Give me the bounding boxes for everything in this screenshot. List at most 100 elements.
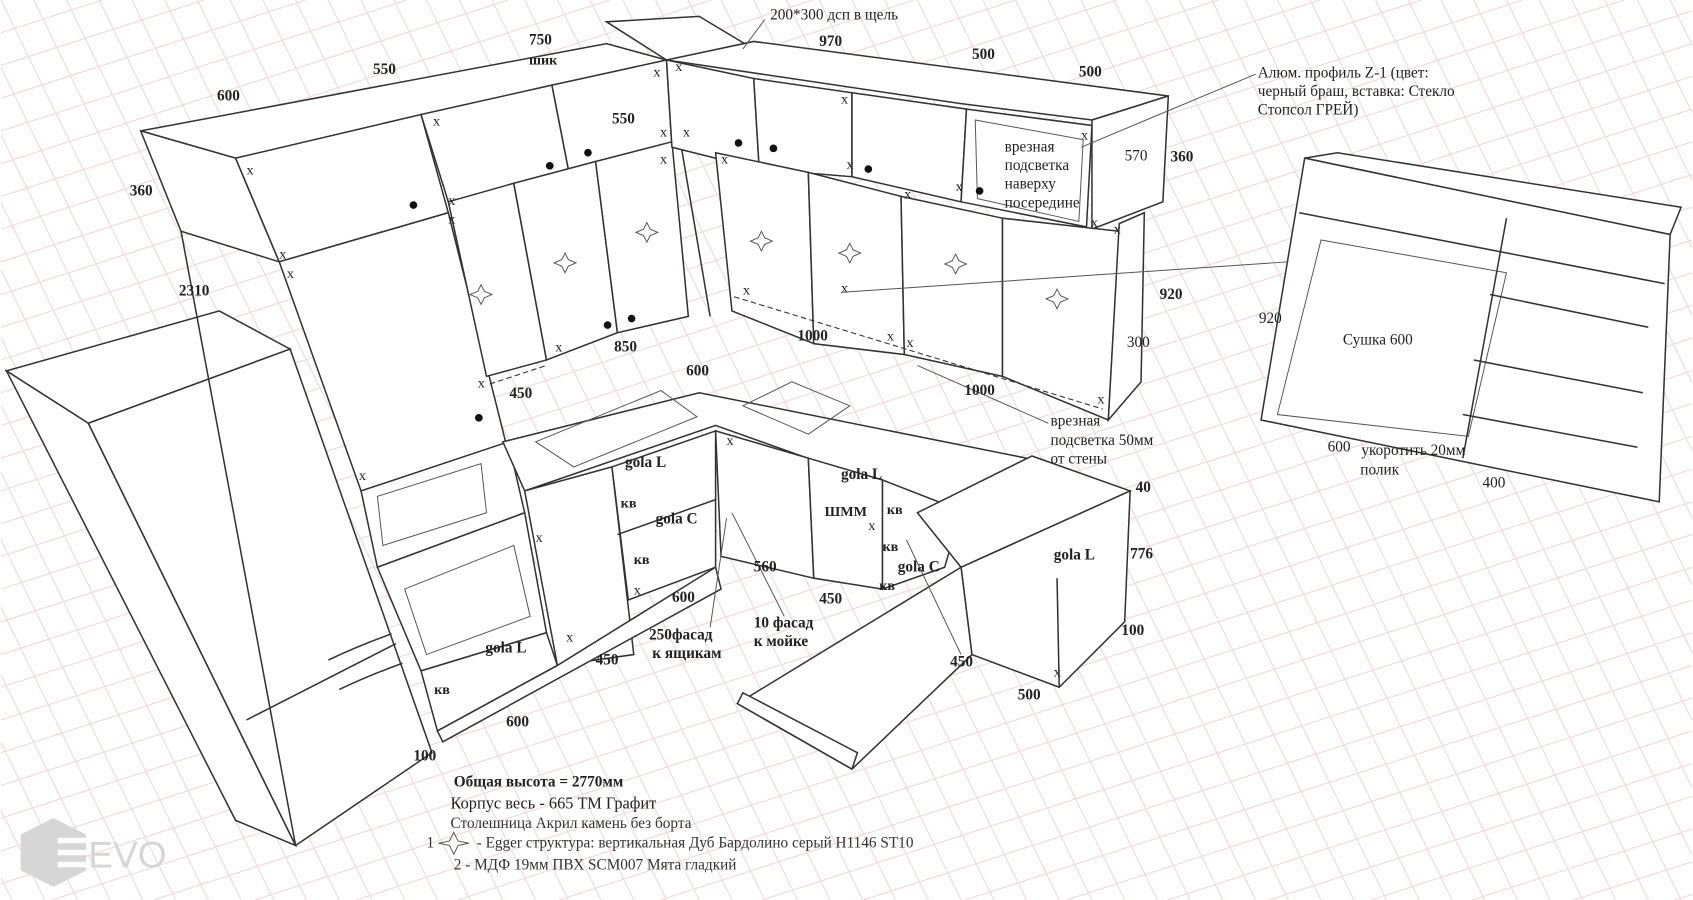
hinge-mark: x <box>660 152 667 168</box>
shelf-height: 920 <box>1259 310 1282 327</box>
hinge-mark: x <box>536 530 543 546</box>
grid-line <box>0 877 13 900</box>
dim: 40 <box>1136 479 1152 496</box>
base-label: кв <box>879 578 895 594</box>
profile-note: Алюм. профиль Z-1 (цвет: <box>1258 64 1429 81</box>
hinge-mark: x <box>555 339 562 355</box>
hinge-mark: x <box>841 280 848 296</box>
facade-star-icon <box>1044 287 1070 310</box>
dim: 550 <box>612 110 635 127</box>
grid-line <box>0 539 177 900</box>
dim: 550 <box>373 61 396 78</box>
base-label: gola L <box>625 454 666 471</box>
grid-line <box>0 0 306 99</box>
hinge-mark: x <box>279 247 286 263</box>
hinge-mark: x <box>1054 664 1061 680</box>
base-label: gola L <box>485 639 526 656</box>
hinge-mark: x <box>675 59 682 75</box>
light-note: врезная <box>1005 139 1055 156</box>
hinge-mark: x <box>887 328 894 344</box>
base-label: кв <box>621 495 637 511</box>
shelf-label: Сушка 600 <box>1343 332 1413 349</box>
hinge-mark: x <box>247 163 254 179</box>
base-label: ШММ <box>825 504 867 520</box>
base-label: кв <box>634 552 650 568</box>
shelf-note: укоротить 20мм <box>1361 442 1465 459</box>
dim: 450 <box>819 590 842 607</box>
facade-star-icon <box>749 230 774 253</box>
total-height: Общая высота = 2770мм <box>454 774 623 791</box>
dim: 776 <box>1130 546 1153 563</box>
dim: 560 <box>754 559 777 576</box>
hinge-mark: x <box>727 433 734 449</box>
shelf-width: 600 <box>1328 439 1351 456</box>
hinge-mark: x <box>653 64 660 80</box>
light-note: посередине <box>1005 194 1080 211</box>
hinge-mark: x <box>1097 392 1104 408</box>
hinge-mark: x <box>448 193 455 209</box>
hinge-mark: x <box>634 583 641 599</box>
right-upper-cabinets <box>604 15 1170 423</box>
grid-line <box>1269 763 1693 900</box>
legend-item-1: - Egger структура: вертикальная Дуб Бард… <box>477 835 914 852</box>
hinge-mark: x <box>721 152 728 168</box>
dim: 970 <box>819 33 842 50</box>
dim: 600 <box>672 589 695 606</box>
facade-note: к мойке <box>754 633 809 650</box>
facade-star-icon <box>438 831 470 856</box>
hinge-mark: x <box>956 179 963 195</box>
grid-line <box>457 501 1693 900</box>
grid-line <box>1471 828 1693 900</box>
base-label: gola L <box>841 466 882 483</box>
grid-line <box>0 0 103 34</box>
grid-line <box>1146 0 1584 900</box>
grid-line <box>1178 0 1617 900</box>
dim: 500 <box>1079 63 1102 80</box>
handle-dots <box>409 139 984 422</box>
grid-line <box>0 404 242 900</box>
grid-line <box>0 0 408 132</box>
grid-line <box>1573 861 1693 900</box>
dimension-labels: 200*300 дсп в щель 600 550 750 шик 970 5… <box>130 7 1506 765</box>
facade-star-icon <box>837 242 862 265</box>
body-material: Корпус весь - 665 ТМ Графит <box>451 793 657 812</box>
grid-line <box>1167 730 1693 900</box>
grid-line <box>0 607 144 900</box>
legend: Общая высота = 2770мм Корпус весь - 665 … <box>427 774 914 874</box>
evo-logo: EVO <box>20 818 167 887</box>
profile-note: черный браш, вставка: Стекло <box>1258 83 1455 100</box>
base-label: кв <box>883 539 899 555</box>
dim: 500 <box>972 46 995 63</box>
facade-note: к ящикам <box>652 645 721 662</box>
legend-item-2: 2 - МДФ 19мм ПВХ SCM007 Мята гладкий <box>454 856 737 873</box>
dim: 450 <box>950 654 973 671</box>
light-note: подсветка <box>1005 157 1070 174</box>
hinge-mark: x <box>907 335 914 351</box>
grid-line <box>254 435 1693 900</box>
grid-line <box>863 632 1693 900</box>
dim: 750 <box>529 32 552 49</box>
facade-star-icon <box>634 221 660 244</box>
dim: 920 <box>1160 286 1183 303</box>
hinge-mark: x <box>743 283 750 299</box>
grid-line <box>558 534 1693 900</box>
open-shelf-unit <box>1260 151 1683 503</box>
dim: 600 <box>217 87 240 104</box>
grid-line <box>1669 0 1693 46</box>
light-note: подсветка 50мм <box>1051 432 1154 449</box>
light-note: врезная <box>1051 412 1101 429</box>
hinge-mark: x <box>1114 221 1121 237</box>
hinge-mark: x <box>1091 215 1098 231</box>
dim: 360 <box>1171 148 1194 165</box>
grid-line <box>0 0 610 197</box>
dim: 500 <box>1018 686 1041 703</box>
countertop-material: Столешница Акрил камень без борта <box>451 815 692 832</box>
dim: 360 <box>130 182 153 199</box>
facade-star-icon <box>943 253 968 275</box>
hinge-mark: x <box>433 113 440 129</box>
legend-item-1-number: 1 <box>427 835 435 852</box>
base-label: gola C <box>656 511 698 528</box>
facade-note: 250фасад <box>649 626 713 643</box>
dim: 1000 <box>797 327 828 344</box>
